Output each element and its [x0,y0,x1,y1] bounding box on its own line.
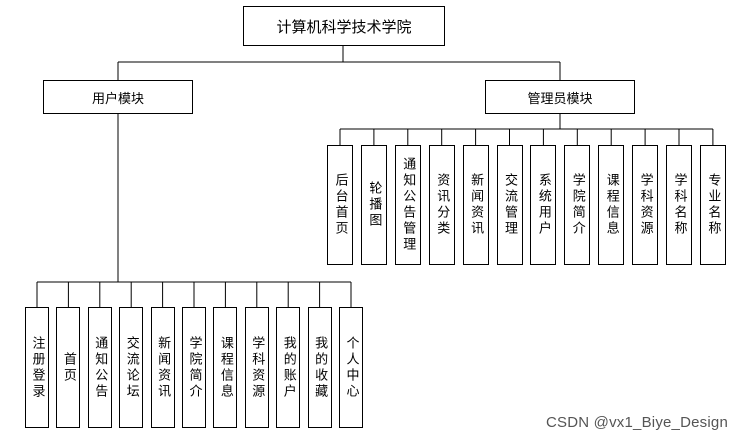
admin-module-item: 学院简介 [564,145,591,265]
user-module-item-label: 新闻资讯 [155,335,171,400]
root-label: 计算机科学技术学院 [276,17,412,36]
admin-module-item-label: 学科资源 [637,173,653,237]
user-module-item-label: 个人中心 [343,335,359,400]
user-module-item-label: 首页 [60,351,76,384]
admin-module-item: 通知公告管理 [394,145,421,265]
user-module-item: 学科资源 [244,307,269,428]
admin-module-item-label: 新闻资讯 [468,173,484,237]
user-module-item: 我的收藏 [307,307,332,428]
user-module-item-label: 通知公告 [92,335,108,400]
admin-module-item: 专业名称 [699,145,726,265]
user-module-item-label: 交流论坛 [123,335,139,400]
admin-module-item-label: 轮播图 [366,181,382,229]
user-module-item: 个人中心 [339,307,363,428]
admin-module-item-label: 系统用户 [535,173,551,237]
admin-module-item: 学科资源 [632,145,659,265]
user-module-item-label: 学科资源 [249,335,265,400]
admin-module-item-label: 学科名称 [671,173,687,237]
admin-module-item: 新闻资讯 [462,145,489,265]
admin-module-item: 轮播图 [360,145,387,265]
admin-module-item: 交流管理 [496,145,523,265]
user-module-item: 首页 [56,307,81,428]
user-module-node: 用户模块 [43,80,193,114]
admin-module-item: 课程信息 [598,145,625,265]
user-module-label: 用户模块 [91,91,144,107]
admin-module-item: 学科名称 [666,145,692,265]
root-node: 计算机科学技术学院 [243,6,445,46]
user-module-item-label: 课程信息 [217,335,233,400]
admin-module-item: 资讯分类 [428,145,455,265]
watermark: CSDN @vx1_Biye_Design [546,414,728,431]
admin-module-item: 系统用户 [530,145,557,265]
user-module-item-label: 我的账户 [280,335,296,400]
admin-module-item-label: 学院简介 [569,173,585,237]
admin-module-item-label: 通知公告管理 [400,157,416,253]
user-module-item: 新闻资讯 [150,307,175,428]
admin-module-label: 管理员模块 [527,91,593,107]
admin-module-item-label: 专业名称 [705,173,721,237]
user-module-item: 课程信息 [213,307,238,428]
admin-module-node: 管理员模块 [485,80,635,114]
user-module-item-label: 注册登录 [29,335,45,400]
admin-module-item-label: 交流管理 [502,173,517,237]
admin-module-item-label: 课程信息 [603,173,619,237]
admin-module-item-label: 后台首页 [332,173,348,237]
admin-module-item: 后台首页 [327,145,353,265]
user-module-item-label: 学院简介 [186,335,202,400]
user-module-item: 我的账户 [276,307,301,428]
user-module-item: 注册登录 [25,307,49,428]
user-module-item: 学院简介 [182,307,206,428]
user-module-item: 通知公告 [87,307,112,428]
user-module-item: 交流论坛 [119,307,144,428]
user-module-item-label: 我的收藏 [312,335,328,400]
admin-module-item-label: 资讯分类 [434,173,450,237]
